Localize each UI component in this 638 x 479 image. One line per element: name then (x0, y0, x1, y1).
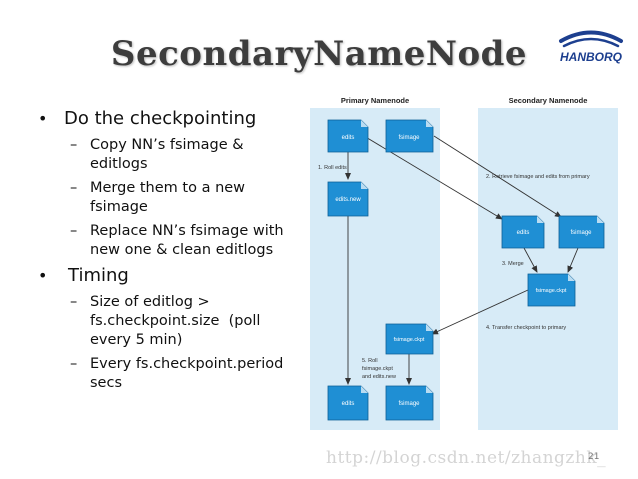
file-label: edits (342, 135, 355, 141)
file-label: edits (342, 401, 355, 407)
arrow-retrieve-fsimage (433, 135, 562, 218)
file-secondary-fsimage: fsimage (558, 215, 605, 249)
primary-lane (310, 108, 440, 430)
arrow-merge-fsimage (567, 247, 579, 273)
sub-bullet-size: – Size of editlog > fs.checkpoint.size (… (38, 293, 306, 350)
file-secondary-fsimage-ckpt: fsimage.ckpt (527, 273, 576, 307)
step-roll-line: fsimage.ckpt (362, 366, 393, 372)
step-merge: 3. Merge (502, 261, 524, 267)
bullet-text: Timing (68, 265, 129, 286)
file-primary-edits-new: edits.new (327, 181, 369, 217)
sub-bullet-line: new one & clean editlogs (90, 242, 274, 258)
step-roll-line: 5. Roll (362, 358, 378, 364)
slide-title: SecondaryNameNode (110, 34, 528, 74)
bullet-list: •Do the checkpointing – Copy NN’s fsimag… (38, 108, 306, 398)
sub-bullet-line: editlogs (90, 156, 148, 172)
primary-lane-label: Primary Namenode (341, 96, 409, 105)
sub-bullet-merge: – Merge them to a new fsimage (38, 179, 306, 217)
secondary-lane (478, 108, 618, 430)
bullet-timing: •Timing (38, 265, 129, 286)
sub-bullet-line: Merge them to a new (90, 180, 246, 196)
bullet-checkpointing: •Do the checkpointing (38, 108, 257, 129)
watermark: http://blog.csdn.net/zhangzhk_ (326, 448, 607, 468)
file-primary-fsimage: fsimage (385, 119, 434, 153)
sub-bullet-line: fs.checkpoint.size (poll (90, 313, 261, 329)
file-primary-fsimage-final: fsimage (385, 385, 434, 421)
logo-text: HANBORQ (560, 50, 623, 64)
page-number: 21 (588, 452, 600, 462)
sub-bullet-replace: – Replace NN’s fsimage with new one & cl… (38, 222, 306, 260)
sub-bullet-line: Size of editlog > (90, 294, 210, 310)
sub-bullet-line: Copy NN’s fsimage & (90, 137, 244, 153)
file-label: fsimage (398, 135, 420, 141)
step-retrieve: 2. Retrieve fsimage and edits from prima… (486, 174, 590, 180)
sub-bullet-line: fsimage (90, 199, 148, 215)
sub-bullet-copy: – Copy NN’s fsimage & editlogs (38, 136, 306, 174)
sub-bullet-line: secs (90, 375, 123, 391)
file-secondary-edits: edits (501, 215, 545, 249)
sub-bullet-line: Every fs.checkpoint.period (90, 356, 284, 372)
file-primary-edits: edits (327, 119, 369, 153)
file-primary-edits-final: edits (327, 385, 369, 421)
sub-bullet-line: every 5 min) (90, 332, 183, 348)
arrow-merge-edits (523, 247, 538, 273)
file-label: edits.new (335, 197, 361, 203)
file-label: fsimage.ckpt (394, 337, 425, 343)
file-primary-fsimage-ckpt: fsimage.ckpt (385, 323, 434, 355)
checkpoint-diagram: Primary Namenode Secondary Namenode 1. R… (310, 96, 618, 430)
sub-bullet-period: – Every fs.checkpoint.period secs (38, 355, 306, 393)
file-label: fsimage.ckpt (536, 288, 567, 294)
file-label: fsimage (398, 401, 420, 407)
step-transfer: 4. Transfer checkpoint to primary (486, 325, 566, 331)
step-roll-line: and edits.new (362, 374, 396, 380)
bullet-text: Do the checkpointing (64, 108, 257, 129)
step-roll-edits: 1. Roll edits (318, 165, 347, 171)
arrow-transfer (431, 289, 529, 335)
file-label: edits (517, 230, 530, 236)
sub-bullet-line: Replace NN’s fsimage with (90, 223, 284, 239)
secondary-lane-label: Secondary Namenode (509, 96, 588, 105)
file-label: fsimage (570, 230, 592, 236)
hanborq-logo: HANBORQ (559, 30, 623, 64)
